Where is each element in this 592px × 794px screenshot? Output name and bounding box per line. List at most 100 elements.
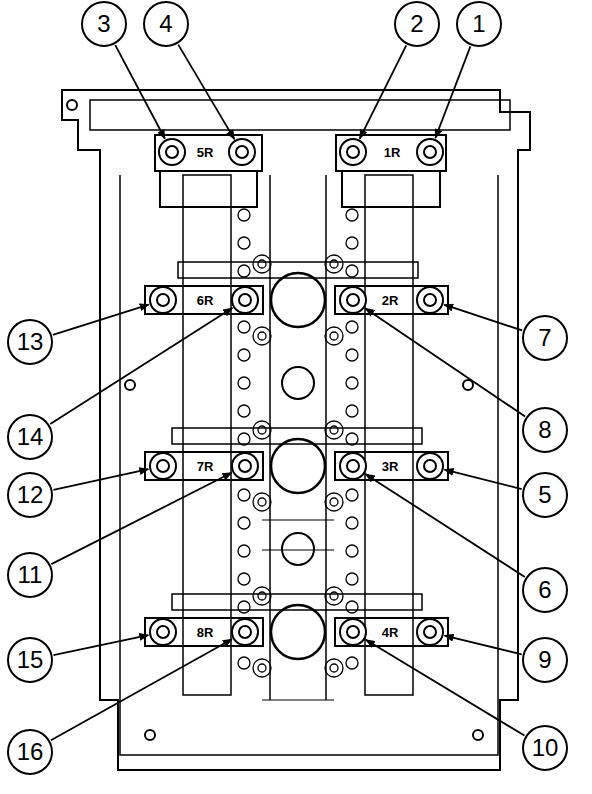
journal-mark xyxy=(238,377,250,389)
cap-bolt xyxy=(157,460,169,472)
cap-bolt xyxy=(340,139,366,165)
small-bolt xyxy=(258,592,266,600)
small-bolt xyxy=(258,498,266,506)
small-bolt xyxy=(330,592,338,600)
cap-bolt xyxy=(157,626,169,638)
cap-bolt xyxy=(424,294,436,306)
cap-bolt xyxy=(340,453,366,479)
callout-circle: 12 xyxy=(7,472,53,518)
journal-mark xyxy=(346,517,358,529)
cap-label: 1R xyxy=(383,145,402,160)
journal-mark xyxy=(346,349,358,361)
small-bolt xyxy=(253,421,271,439)
small-bolt xyxy=(325,587,343,605)
small-bolt xyxy=(325,493,343,511)
journal-mark xyxy=(346,573,358,585)
cap-bolt xyxy=(347,294,359,306)
callout-number: 3 xyxy=(97,12,110,36)
cap-bolt xyxy=(340,287,366,313)
journal-mark xyxy=(346,209,358,221)
journal-mark xyxy=(238,349,250,361)
journal-mark xyxy=(238,209,250,221)
small-bolt xyxy=(253,587,271,605)
callout-circle: 9 xyxy=(522,637,568,683)
journal-mark xyxy=(238,573,250,585)
callout-number: 4 xyxy=(159,12,172,36)
cap-bolt xyxy=(157,294,169,306)
cap-bolt xyxy=(239,626,251,638)
small-bolt xyxy=(258,426,266,434)
journal-mark xyxy=(238,237,250,249)
cap-bolt xyxy=(236,146,248,158)
cap-bolt xyxy=(232,619,258,645)
callout-circle: 2 xyxy=(394,1,440,47)
journal-mark xyxy=(238,265,250,277)
callout-number: 9 xyxy=(538,648,551,672)
journal-mark xyxy=(238,517,250,529)
callout-circle: 11 xyxy=(7,552,53,598)
journal-mark xyxy=(238,489,250,501)
journal-mark xyxy=(346,601,358,613)
cap-bolt xyxy=(150,287,176,313)
leader-line xyxy=(445,636,522,655)
callout-number: 14 xyxy=(17,425,44,449)
leader-line xyxy=(444,305,522,331)
callout-circle: 13 xyxy=(7,319,53,365)
journal-mark xyxy=(346,433,358,445)
small-bolt xyxy=(258,332,266,340)
journal-mark xyxy=(346,237,358,249)
journal-mark xyxy=(238,321,250,333)
callout-circle: 16 xyxy=(7,729,53,775)
cap-bolt xyxy=(347,626,359,638)
cap-bolt xyxy=(347,460,359,472)
callout-circle: 4 xyxy=(143,1,189,47)
cap-bolt xyxy=(417,619,443,645)
cap-label: 8R xyxy=(196,625,215,640)
leader-line xyxy=(365,308,525,416)
cap-bolt xyxy=(239,294,251,306)
small-bolt xyxy=(253,493,271,511)
cap-bolt xyxy=(417,139,443,165)
journal-mark xyxy=(238,545,250,557)
small-bolt xyxy=(330,498,338,506)
callout-number: 6 xyxy=(538,578,551,602)
cap-label: 2R xyxy=(381,293,400,308)
small-bolt xyxy=(330,426,338,434)
leader-line xyxy=(366,474,525,577)
small-bolt xyxy=(325,327,343,345)
leader-line xyxy=(51,639,232,740)
leader-line xyxy=(51,473,231,564)
callout-number: 12 xyxy=(17,483,44,507)
callout-circle: 8 xyxy=(522,407,568,453)
leader-line xyxy=(53,305,149,335)
leader-line xyxy=(53,469,148,490)
callout-number: 10 xyxy=(532,736,559,760)
small-bolt xyxy=(325,255,343,273)
callout-circle: 7 xyxy=(522,315,568,361)
journal-mark xyxy=(238,433,250,445)
callout-number: 8 xyxy=(538,418,551,442)
callout-number: 15 xyxy=(17,648,44,672)
cap-label: 5R xyxy=(196,145,215,160)
small-bolt xyxy=(258,260,266,268)
journal-mark xyxy=(346,405,358,417)
leader-line xyxy=(50,308,232,424)
callout-number: 1 xyxy=(472,12,485,36)
cap-bolt xyxy=(417,287,443,313)
journal-mark xyxy=(346,321,358,333)
journal-mark xyxy=(346,489,358,501)
journal-mark xyxy=(238,405,250,417)
cap-bolt xyxy=(232,453,258,479)
cap-bolt xyxy=(424,460,436,472)
small-bolt xyxy=(325,659,343,677)
cap-bolt xyxy=(340,619,366,645)
small-bolt xyxy=(253,327,271,345)
callout-circle: 14 xyxy=(7,414,53,460)
cap-bolt xyxy=(150,619,176,645)
callout-number: 11 xyxy=(18,563,43,587)
leader-line xyxy=(115,45,165,139)
callout-number: 16 xyxy=(17,740,44,764)
small-bolt xyxy=(258,664,266,672)
